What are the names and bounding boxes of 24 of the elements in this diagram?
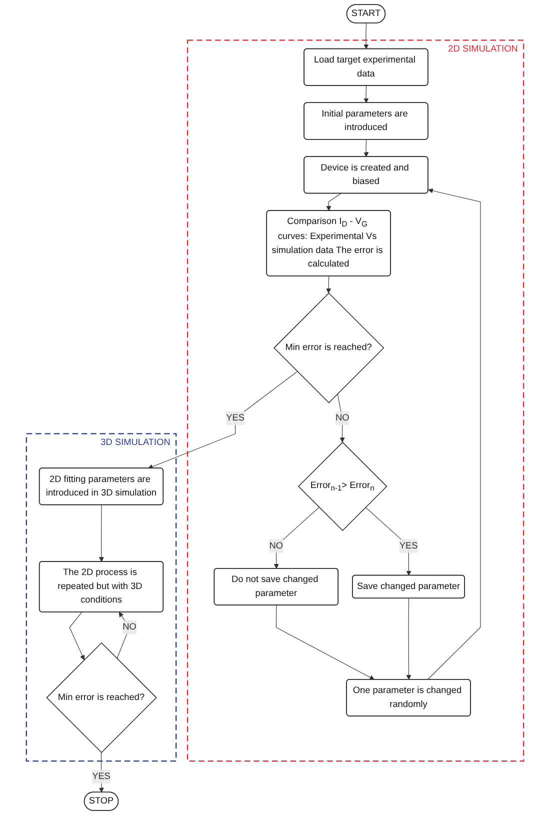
arrow <box>326 276 332 294</box>
node-diamond: Min error is reached? <box>46 642 157 754</box>
edge-label: NO <box>269 540 284 551</box>
arrow <box>427 188 481 680</box>
arrow <box>364 22 369 50</box>
arrow <box>69 612 85 660</box>
arrow <box>326 193 342 211</box>
node-diamond: Min error is reached? <box>274 292 384 404</box>
arrow <box>116 612 130 659</box>
node-diamond: Error$_{n-1}$> Error$_{n}$ <box>298 442 388 531</box>
arrow <box>365 507 412 576</box>
arrow <box>276 605 374 680</box>
edge-label: NO <box>335 413 350 423</box>
arrow <box>337 393 345 443</box>
edge-label: YES <box>226 413 244 423</box>
arrow <box>274 507 320 569</box>
arrow <box>148 371 298 469</box>
edge-label: YES <box>399 540 418 551</box>
arrow <box>98 504 104 562</box>
arrow <box>364 139 369 158</box>
edge-label: YES <box>92 771 110 782</box>
arrow <box>406 598 412 680</box>
arrow <box>364 85 369 104</box>
edge-label: NO <box>122 622 136 632</box>
